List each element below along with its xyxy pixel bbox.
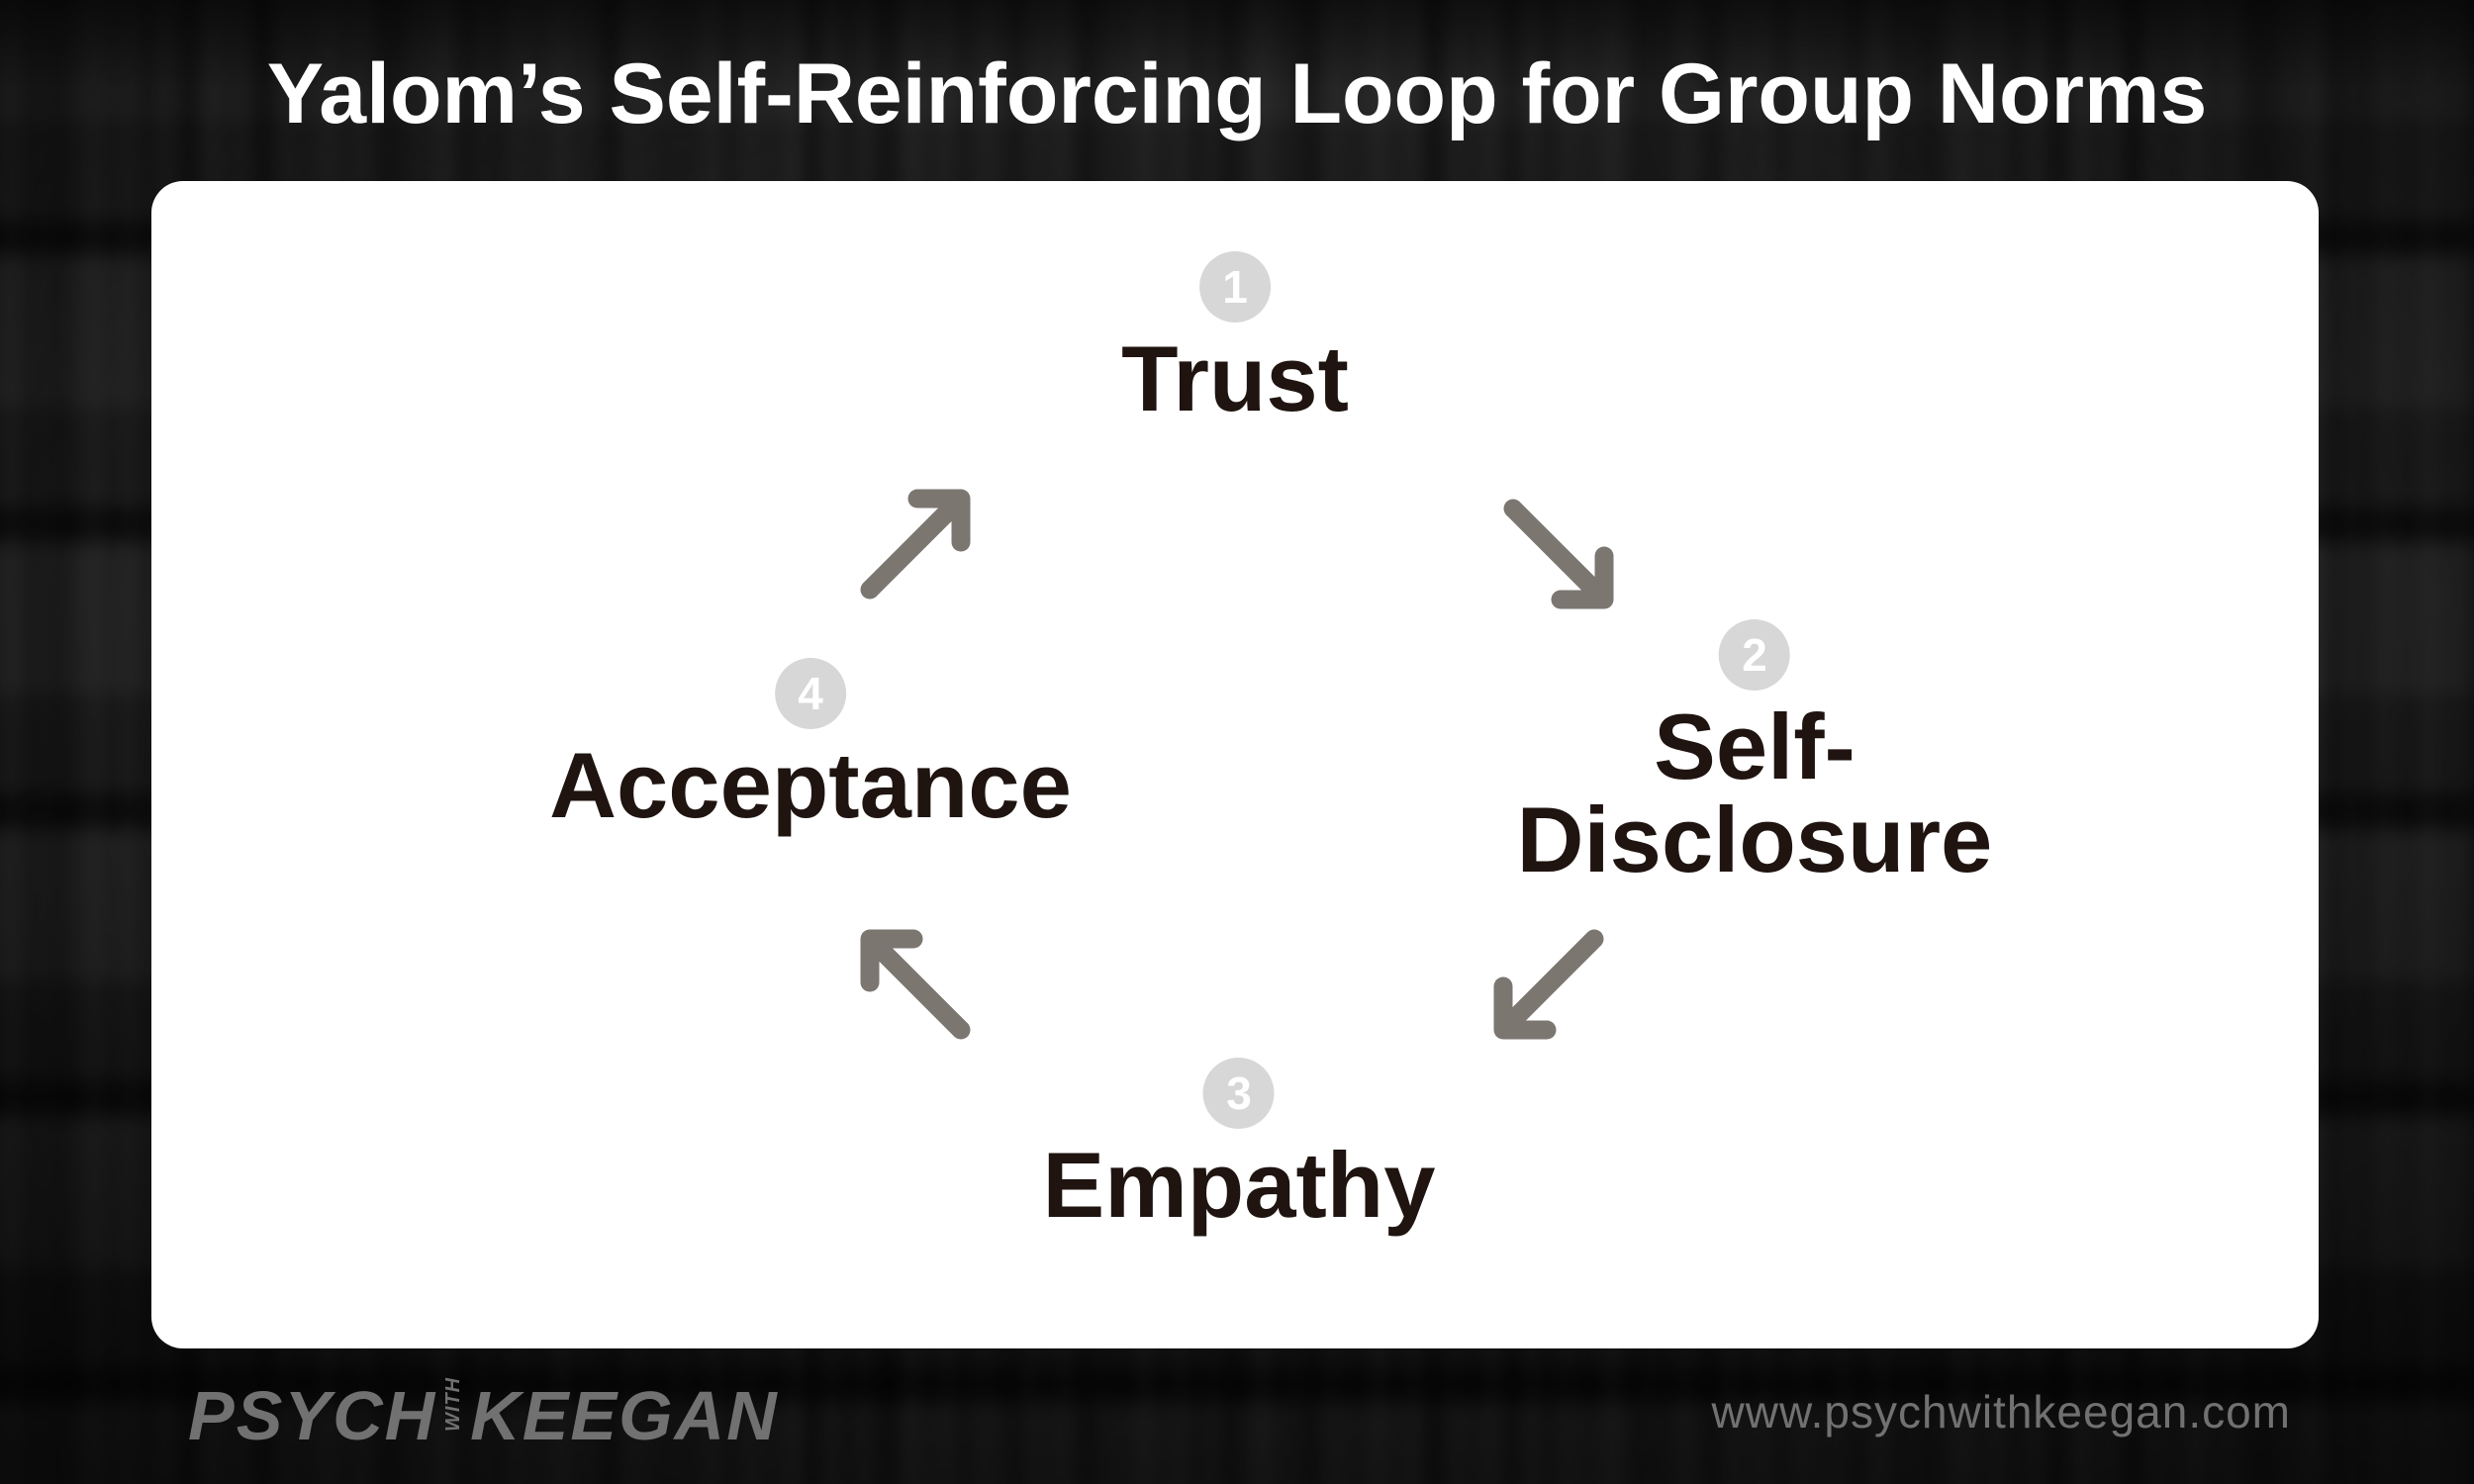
brand-logo: PSYCH WITH KEEGAN	[188, 1376, 779, 1454]
node-self-disclosure: 2 Self- Disclosure	[1517, 619, 1993, 886]
node-label-line: Trust	[1121, 326, 1349, 430]
node-label-acceptance: Acceptance	[549, 739, 1072, 832]
node-label-trust: Trust	[1121, 332, 1349, 425]
step-badge-3: 3	[1202, 1058, 1275, 1129]
arrow-self-disclosure-to-empathy-icon	[1493, 929, 1604, 1040]
step-badge-1: 1	[1198, 251, 1271, 323]
node-label-line: Empathy	[1042, 1133, 1436, 1237]
node-label-self-disclosure: Self- Disclosure	[1517, 700, 1993, 886]
arrow-trust-to-self-disclosure-icon	[1503, 499, 1614, 609]
node-label-line: Acceptance	[549, 733, 1072, 837]
node-acceptance: 4 Acceptance	[549, 658, 1072, 832]
logo-with-text: WITH	[442, 1376, 465, 1432]
diagram-card: 1 Trust 2 Self- Disclosure 3 Empathy 4 A…	[151, 181, 2319, 1348]
node-label-line: Self-	[1654, 695, 1856, 798]
logo-keegan-text: KEEGAN	[470, 1377, 779, 1454]
node-trust: 1 Trust	[1121, 251, 1349, 425]
website-url: www.psychwithkeegan.com	[1711, 1386, 2291, 1438]
node-empathy: 3 Empathy	[1043, 1058, 1436, 1232]
logo-psych-text: PSYCH	[188, 1377, 437, 1454]
step-badge-2: 2	[1719, 619, 1790, 691]
page-title: Yalom’s Self-Reinforcing Loop for Group …	[266, 46, 2208, 141]
node-label-empathy: Empathy	[1043, 1139, 1436, 1232]
step-badge-4: 4	[774, 658, 846, 729]
node-label-line: Disclosure	[1516, 788, 1993, 891]
arrow-acceptance-to-trust-icon	[860, 489, 971, 600]
arrow-empathy-to-acceptance-icon	[860, 929, 971, 1040]
